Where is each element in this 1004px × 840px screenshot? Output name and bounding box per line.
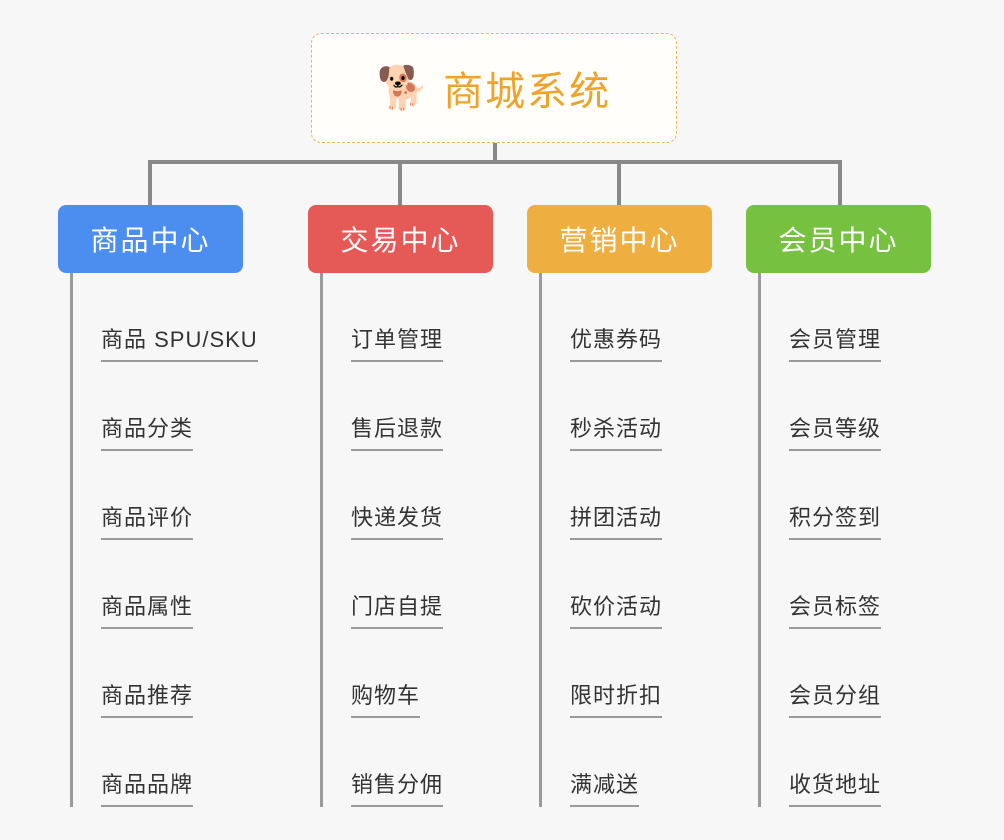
leaf-item-label: 秒杀活动 xyxy=(570,411,663,451)
leaf-item[interactable]: 优惠券码 xyxy=(542,273,712,362)
leaf-item-label: 会员管理 xyxy=(789,322,882,362)
leaf-item[interactable]: 商品品牌 xyxy=(73,718,243,807)
leaf-item-label: 商品评价 xyxy=(101,500,194,540)
branch-header[interactable]: 交易中心 xyxy=(308,205,493,273)
leaf-item-label: 收货地址 xyxy=(789,767,882,807)
branch-leaf-list: 商品 SPU/SKU 商品分类商品评价商品属性商品推荐商品品牌 xyxy=(70,273,258,807)
leaf-item[interactable]: 售后退款 xyxy=(323,362,493,451)
leaf-item[interactable]: 商品 SPU/SKU xyxy=(73,273,258,362)
leaf-item[interactable]: 商品分类 xyxy=(73,362,243,451)
branch-column: 商品中心商品 SPU/SKU 商品分类商品评价商品属性商品推荐商品品牌 xyxy=(58,205,258,807)
leaf-item-label: 限时折扣 xyxy=(570,678,663,718)
branch-header[interactable]: 营销中心 xyxy=(527,205,712,273)
leaf-item-label: 售后退款 xyxy=(351,411,444,451)
leaf-item[interactable]: 会员标签 xyxy=(761,540,931,629)
root-node-title: 商城系统 xyxy=(443,70,612,114)
leaf-item[interactable]: 销售分佣 xyxy=(323,718,493,807)
leaf-item[interactable]: 商品评价 xyxy=(73,451,243,540)
leaf-item-label: 购物车 xyxy=(351,678,421,718)
leaf-item-label: 会员分组 xyxy=(789,678,882,718)
leaf-item-label: 快递发货 xyxy=(351,500,444,540)
leaf-item-label: 订单管理 xyxy=(351,322,444,362)
branch-header[interactable]: 会员中心 xyxy=(746,205,931,273)
branch-leaf-list: 优惠券码秒杀活动拼团活动砍价活动限时折扣满减送 xyxy=(539,273,712,807)
leaf-item-label: 砍价活动 xyxy=(570,589,663,629)
connector-drop-1 xyxy=(148,160,152,207)
leaf-item-label: 商品品牌 xyxy=(101,767,194,807)
leaf-item-label: 优惠券码 xyxy=(570,322,663,362)
branch-header[interactable]: 商品中心 xyxy=(58,205,243,273)
leaf-item[interactable]: 拼团活动 xyxy=(542,451,712,540)
leaf-item[interactable]: 商品推荐 xyxy=(73,629,243,718)
connector-horizontal-bus xyxy=(148,160,842,164)
branch-column: 营销中心优惠券码秒杀活动拼团活动砍价活动限时折扣满减送 xyxy=(527,205,712,807)
leaf-item[interactable]: 会员等级 xyxy=(761,362,931,451)
leaf-item-label: 会员标签 xyxy=(789,589,882,629)
leaf-item[interactable]: 秒杀活动 xyxy=(542,362,712,451)
leaf-item[interactable]: 收货地址 xyxy=(761,718,931,807)
leaf-item-label: 满减送 xyxy=(570,767,640,807)
branch-column: 交易中心订单管理售后退款快递发货门店自提购物车销售分佣 xyxy=(308,205,493,807)
shiba-inu-dog-face-icon: 🐕 xyxy=(376,64,430,111)
connector-root-stem xyxy=(493,143,497,163)
leaf-item-label: 商品分类 xyxy=(101,411,194,451)
leaf-item[interactable]: 商品属性 xyxy=(73,540,243,629)
root-node[interactable]: 🐕 商城系统 xyxy=(311,33,677,143)
leaf-item-label: 会员等级 xyxy=(789,411,882,451)
leaf-item[interactable]: 会员分组 xyxy=(761,629,931,718)
connector-drop-2 xyxy=(398,160,402,207)
connector-drop-4 xyxy=(838,160,842,207)
leaf-item-label: 拼团活动 xyxy=(570,500,663,540)
leaf-item-label: 商品属性 xyxy=(101,589,194,629)
leaf-item[interactable]: 购物车 xyxy=(323,629,493,718)
leaf-item[interactable]: 会员管理 xyxy=(761,273,931,362)
leaf-item[interactable]: 满减送 xyxy=(542,718,712,807)
leaf-item[interactable]: 门店自提 xyxy=(323,540,493,629)
leaf-item-label: 积分签到 xyxy=(789,500,882,540)
leaf-item[interactable]: 限时折扣 xyxy=(542,629,712,718)
leaf-item-label: 商品推荐 xyxy=(101,678,194,718)
leaf-item[interactable]: 积分签到 xyxy=(761,451,931,540)
leaf-item-label: 商品 SPU/SKU xyxy=(101,322,258,362)
connector-drop-3 xyxy=(617,160,621,207)
leaf-item-label: 销售分佣 xyxy=(351,767,444,807)
leaf-item-label: 门店自提 xyxy=(351,589,444,629)
branch-leaf-list: 订单管理售后退款快递发货门店自提购物车销售分佣 xyxy=(320,273,493,807)
branch-leaf-list: 会员管理会员等级积分签到会员标签会员分组收货地址 xyxy=(758,273,931,807)
leaf-item[interactable]: 砍价活动 xyxy=(542,540,712,629)
leaf-item[interactable]: 快递发货 xyxy=(323,451,493,540)
leaf-item[interactable]: 订单管理 xyxy=(323,273,493,362)
branch-column: 会员中心会员管理会员等级积分签到会员标签会员分组收货地址 xyxy=(746,205,931,807)
